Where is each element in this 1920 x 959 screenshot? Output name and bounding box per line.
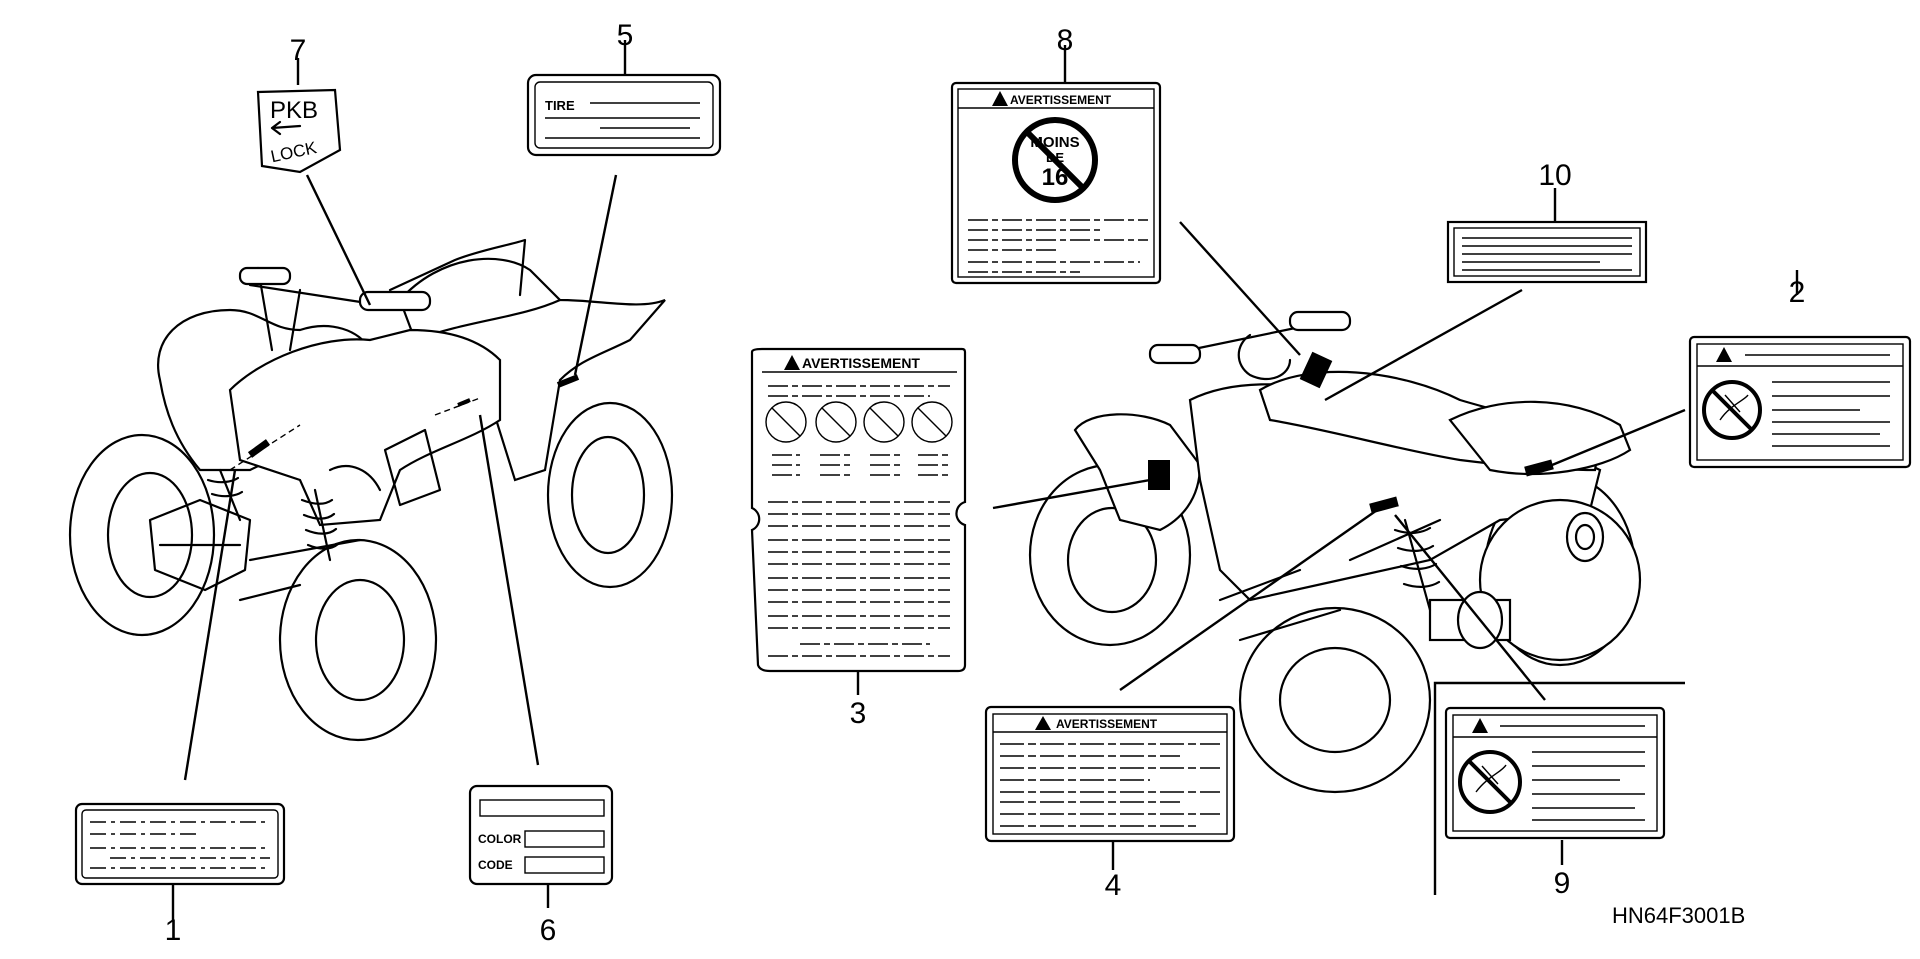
- callout-10: 10: [1538, 159, 1571, 192]
- code-text: CODE: [478, 858, 513, 872]
- atv-rear-view: [1028, 310, 1642, 794]
- callout-8: 8: [1057, 24, 1074, 57]
- callout-1: 1: [165, 914, 182, 947]
- callout-3: 3: [850, 697, 867, 730]
- callout-5: 5: [617, 19, 634, 52]
- callout-9: 9: [1554, 867, 1571, 900]
- label-7-pkb-lock: PKB LOCK: [256, 88, 342, 174]
- callout-6: 6: [540, 914, 557, 947]
- leader-lines: [171, 40, 1799, 920]
- tire-text: TIRE: [545, 98, 575, 113]
- warning-4-text: AVERTISSEMENT: [1056, 717, 1158, 731]
- callout-4: 4: [1105, 869, 1122, 902]
- color-text: COLOR: [478, 832, 522, 846]
- label-1: [74, 802, 286, 886]
- callout-2: 2: [1789, 276, 1806, 309]
- atv-front-view: [68, 238, 674, 742]
- warning-8-text: AVERTISSEMENT: [1010, 93, 1112, 107]
- callout-numbers: 1 2 3 4 5 6 7 8 9 10: [165, 19, 1806, 947]
- label-6-color-code: COLOR CODE: [468, 784, 614, 886]
- warning-3-text: AVERTISSEMENT: [802, 355, 920, 371]
- drawing-code: HN64F3001B: [1612, 903, 1745, 928]
- label-10: [1446, 220, 1648, 284]
- label-3-warning: AVERTISSEMENT: [750, 347, 967, 673]
- callout-7: 7: [290, 34, 307, 67]
- label-8-warning: AVERTISSEMENT MOINS DE 16: [950, 81, 1162, 285]
- pkb-text: PKB: [270, 97, 318, 124]
- label-5-tire: TIRE: [526, 73, 722, 157]
- label-4-warning: AVERTISSEMENT: [984, 705, 1236, 843]
- label-2: [1688, 335, 1912, 469]
- label-9: [1444, 706, 1666, 840]
